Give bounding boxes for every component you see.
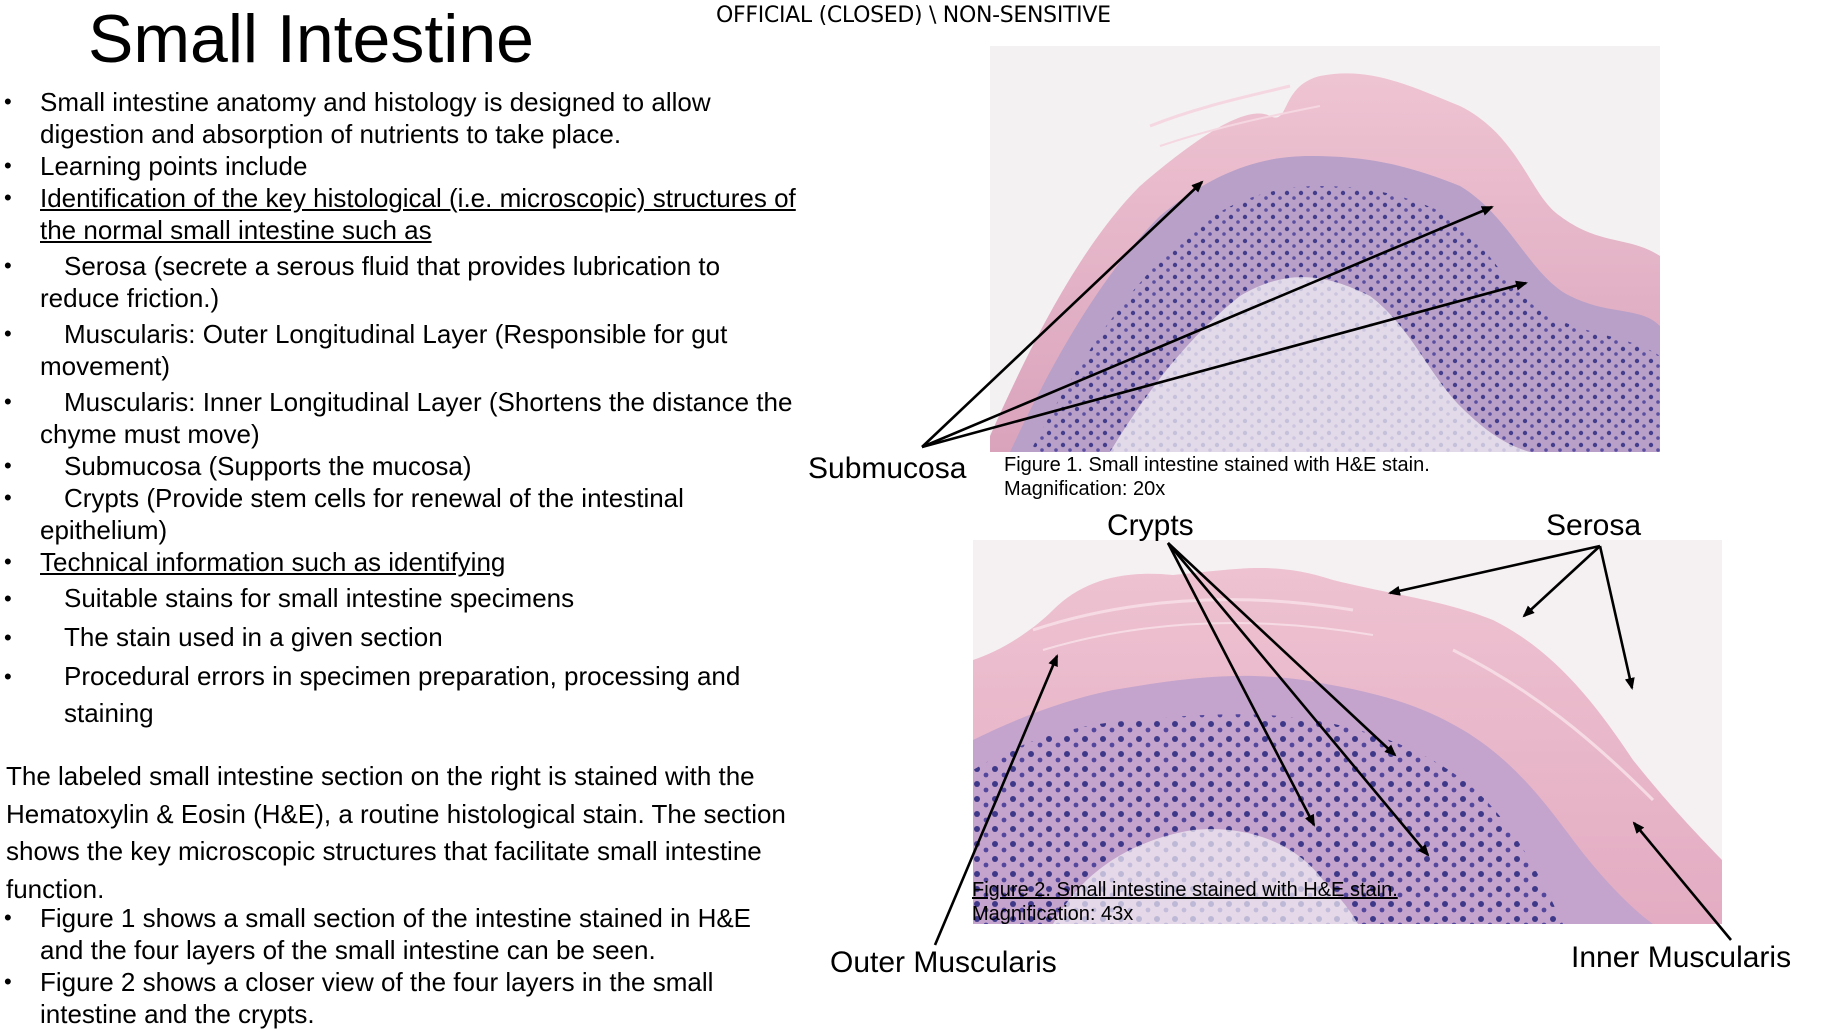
list-item: Figure 1 shows a small section of the in… xyxy=(0,902,800,966)
figure-2-micrograph xyxy=(973,540,1722,924)
stain-description-paragraph: The labeled small intestine section on t… xyxy=(6,761,786,904)
list-item: The stain used in a given section xyxy=(0,619,800,656)
caption-title: Figure 2. Small intestine stained with H… xyxy=(972,879,1398,901)
label-crypts: Crypts xyxy=(1107,509,1194,542)
caption-magnification: Magnification: 20x xyxy=(1004,478,1166,500)
slide-title: Small Intestine xyxy=(88,1,534,77)
bullet-text: Learning points include xyxy=(40,151,308,181)
label-inner-muscularis: Inner Muscularis xyxy=(1571,941,1792,974)
list-item: Technical information such as identifyin… xyxy=(0,546,800,578)
bullet-text: Technical information such as identifyin… xyxy=(40,547,506,577)
list-item: Suitable stains for small intestine spec… xyxy=(0,580,800,617)
list-item: Identification of the key histological (… xyxy=(0,182,800,246)
list-item: Muscularis: Inner Longitudinal Layer (Sh… xyxy=(0,386,800,450)
learning-points-list: Small intestine anatomy and histology is… xyxy=(0,86,800,732)
list-item: Crypts (Provide stem cells for renewal o… xyxy=(0,482,800,546)
figure-2-caption: Figure 2. Small intestine stained with H… xyxy=(972,878,1398,926)
figure-1-micrograph xyxy=(990,46,1660,452)
figure-notes-list: Figure 1 shows a small section of the in… xyxy=(0,902,800,1030)
list-item: Submucosa (Supports the mucosa) xyxy=(0,450,800,482)
bullet-text: Serosa (secrete a serous fluid that prov… xyxy=(40,251,721,313)
classification-marking: OFFICIAL (CLOSED) \ NON-SENSITIVE xyxy=(716,3,1111,28)
list-item: Procedural errors in specimen preparatio… xyxy=(0,658,800,732)
bullet-text: Figure 1 shows a small section of the in… xyxy=(40,903,752,965)
caption-title: Figure 1. Small intestine stained with H… xyxy=(1004,454,1430,476)
bullet-text: Muscularis: Outer Longitudinal Layer (Re… xyxy=(40,319,728,381)
bullet-text: Figure 2 shows a closer view of the four… xyxy=(40,967,714,1029)
bullet-text: Submucosa (Supports the mucosa) xyxy=(64,451,472,481)
bullet-text: Muscularis: Inner Longitudinal Layer (Sh… xyxy=(40,387,793,449)
list-item: Figure 2 shows a closer view of the four… xyxy=(0,966,800,1030)
bullet-text: The stain used in a given section xyxy=(64,622,443,652)
figure-1-caption: Figure 1. Small intestine stained with H… xyxy=(1004,453,1430,501)
label-submucosa: Submucosa xyxy=(808,452,967,485)
bullet-text: Small intestine anatomy and histology is… xyxy=(40,87,711,149)
label-outer-muscularis: Outer Muscularis xyxy=(830,946,1057,979)
bullet-text: Crypts (Provide stem cells for renewal o… xyxy=(40,483,684,545)
bullet-text: Suitable stains for small intestine spec… xyxy=(64,583,575,613)
micrograph-illustration xyxy=(973,540,1722,924)
label-serosa: Serosa xyxy=(1546,509,1642,542)
bullet-text: Identification of the key histological (… xyxy=(40,183,796,245)
bullet-text: Procedural errors in specimen preparatio… xyxy=(64,661,741,728)
list-item: Muscularis: Outer Longitudinal Layer (Re… xyxy=(0,318,800,382)
caption-magnification: Magnification: 43x xyxy=(972,903,1134,925)
list-item: Learning points include xyxy=(0,150,800,182)
micrograph-illustration xyxy=(990,46,1660,452)
list-item: Serosa (secrete a serous fluid that prov… xyxy=(0,250,800,314)
list-item: Small intestine anatomy and histology is… xyxy=(0,86,800,150)
